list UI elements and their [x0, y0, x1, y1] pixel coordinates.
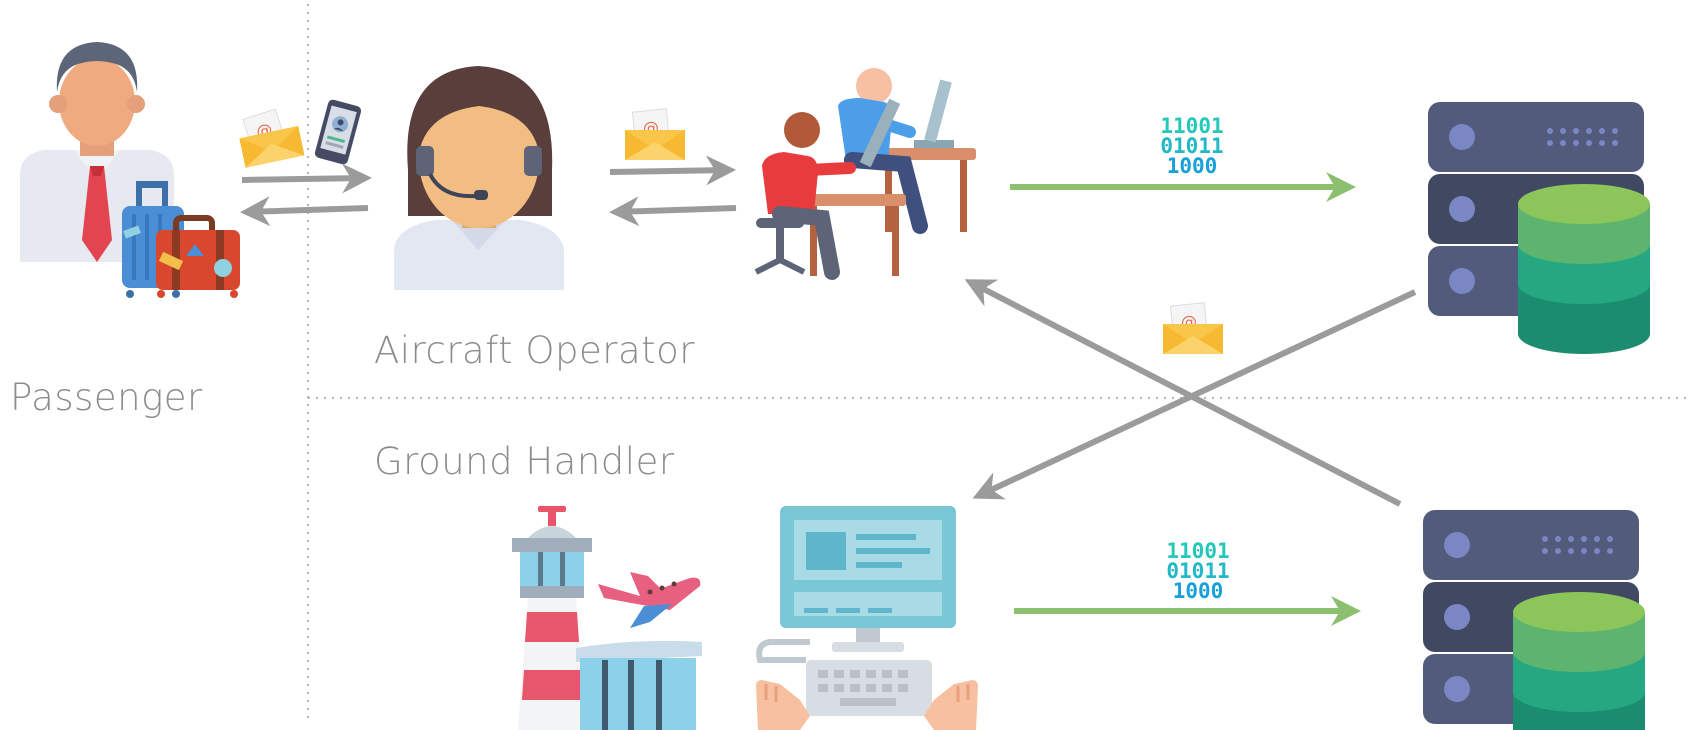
desktop-computer-icon: [756, 506, 978, 730]
svg-text:01011: 01011: [1166, 559, 1229, 583]
email-icon: [234, 104, 305, 169]
passenger-icon: [20, 42, 174, 262]
binary-data-icon: 11001 01011 1000: [1160, 114, 1223, 178]
control-tower-icon: [512, 506, 592, 730]
svg-text:11001: 11001: [1166, 539, 1229, 563]
terminal-building-icon: [576, 640, 702, 730]
arrow-operator-to-passenger: [240, 196, 369, 227]
database-server-icon-bottom: [1423, 510, 1645, 730]
email-icon-crossing: [1162, 302, 1224, 355]
airplane-icon: [598, 572, 701, 628]
call-center-agent-icon: [394, 66, 564, 290]
aircraft-operator-label: Aircraft Operator: [374, 329, 695, 372]
mobile-phone-icon: [314, 99, 362, 165]
office-workers-icon: [754, 68, 976, 280]
arrow-operator-to-office: [609, 155, 736, 186]
luggage-icon: [122, 181, 240, 298]
database-server-icon: [1428, 102, 1650, 354]
arrow-office-to-operator: [609, 196, 737, 227]
ground-handler-label: Ground Handler: [374, 440, 675, 483]
svg-text:11001: 11001: [1160, 114, 1223, 138]
arrow-passenger-to-operator: [241, 163, 372, 194]
binary-data-icon-bottom: 11001 01011 1000: [1166, 539, 1229, 603]
svg-text:1000: 1000: [1167, 154, 1218, 178]
svg-text:1000: 1000: [1173, 579, 1224, 603]
arrow-server1-to-ground: [972, 289, 1417, 500]
svg-text:01011: 01011: [1160, 134, 1223, 158]
arrow-server2-to-office: [964, 279, 1402, 507]
passenger-label: Passenger: [10, 376, 203, 419]
email-icon-operator: [624, 108, 686, 161]
